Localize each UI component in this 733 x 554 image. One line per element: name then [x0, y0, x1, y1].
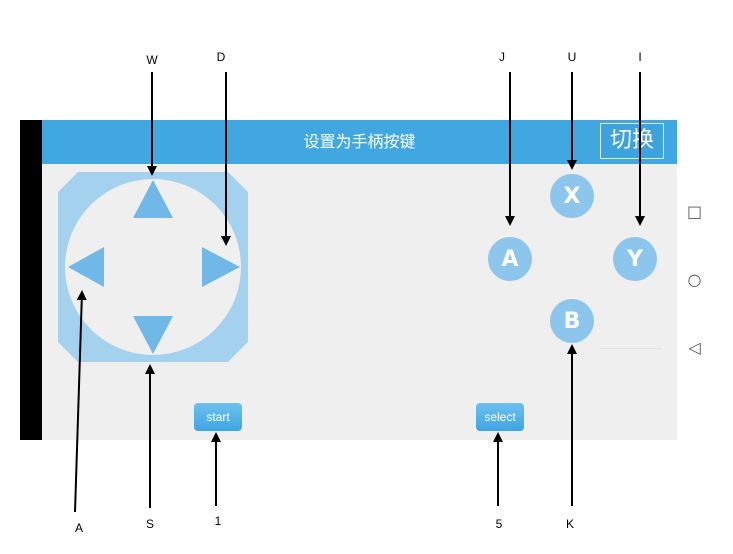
b-button[interactable]: B: [550, 299, 594, 343]
page-title: 设置为手柄按键: [303, 134, 416, 151]
arrow-a: [74, 290, 87, 513]
callout-d: D: [216, 50, 226, 64]
system-nav-bar: [677, 120, 712, 440]
a-button[interactable]: A: [488, 237, 532, 281]
callout-s: S: [145, 517, 154, 531]
dpad-right-icon[interactable]: [202, 247, 240, 287]
select-button[interactable]: select: [476, 403, 524, 431]
dpad-up-icon[interactable]: [133, 180, 173, 218]
callout-u: U: [567, 50, 577, 64]
recent-apps-icon[interactable]: □: [686, 202, 703, 221]
switch-button[interactable]: 切换: [600, 123, 664, 159]
left-black-bar: [20, 120, 42, 440]
dpad[interactable]: [58, 172, 248, 362]
home-icon[interactable]: ○: [687, 270, 702, 289]
dpad-left-icon[interactable]: [68, 247, 104, 287]
callout-1: 1: [214, 514, 222, 528]
callout-k: K: [565, 517, 574, 531]
y-button[interactable]: Y: [613, 237, 657, 281]
start-button[interactable]: start: [194, 403, 242, 431]
faint-divider: [600, 330, 662, 349]
callout-a: A: [74, 521, 83, 535]
callout-w: W: [146, 53, 158, 67]
callout-5: 5: [495, 517, 503, 531]
callout-j: J: [499, 50, 505, 64]
callout-i: I: [638, 50, 642, 64]
x-button[interactable]: X: [550, 174, 594, 218]
dpad-ring-inner: [65, 179, 241, 355]
dpad-down-icon[interactable]: [133, 316, 173, 354]
back-icon[interactable]: ◁: [688, 338, 701, 357]
